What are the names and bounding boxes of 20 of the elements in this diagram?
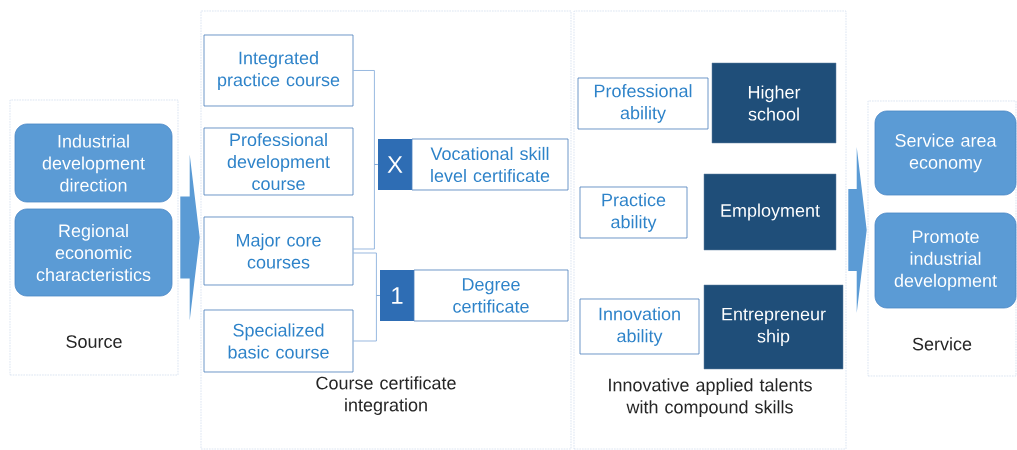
symbol-box: 1 — [380, 270, 414, 321]
outcome-box: Entrepreneur ship — [703, 284, 844, 370]
text-box: Professional ability — [577, 77, 709, 130]
text-box: Integrated practice course — [203, 34, 354, 107]
text-box: Innovation ability — [579, 298, 700, 355]
rounded-box: Service area economy — [874, 110, 1017, 196]
bracket-line — [353, 164, 379, 250]
outcome-box: Higher school — [711, 62, 837, 144]
text-box: Vocational skill level certificate — [411, 138, 569, 191]
text-box: Major core courses — [203, 216, 354, 286]
rounded-box: Promote industrial development — [874, 212, 1017, 309]
symbol-box: X — [378, 139, 412, 190]
text-box: Specialized basic course — [203, 309, 354, 373]
rounded-box: Regional economic characteristics — [14, 208, 173, 297]
text-box: Degree certificate — [413, 269, 569, 322]
text-box: Practice ability — [579, 186, 688, 239]
text-box: Professional development course — [203, 127, 354, 196]
outcome-box: Employment — [703, 173, 837, 251]
bracket-line — [353, 295, 381, 342]
rounded-box: Industrial development direction — [14, 123, 173, 203]
